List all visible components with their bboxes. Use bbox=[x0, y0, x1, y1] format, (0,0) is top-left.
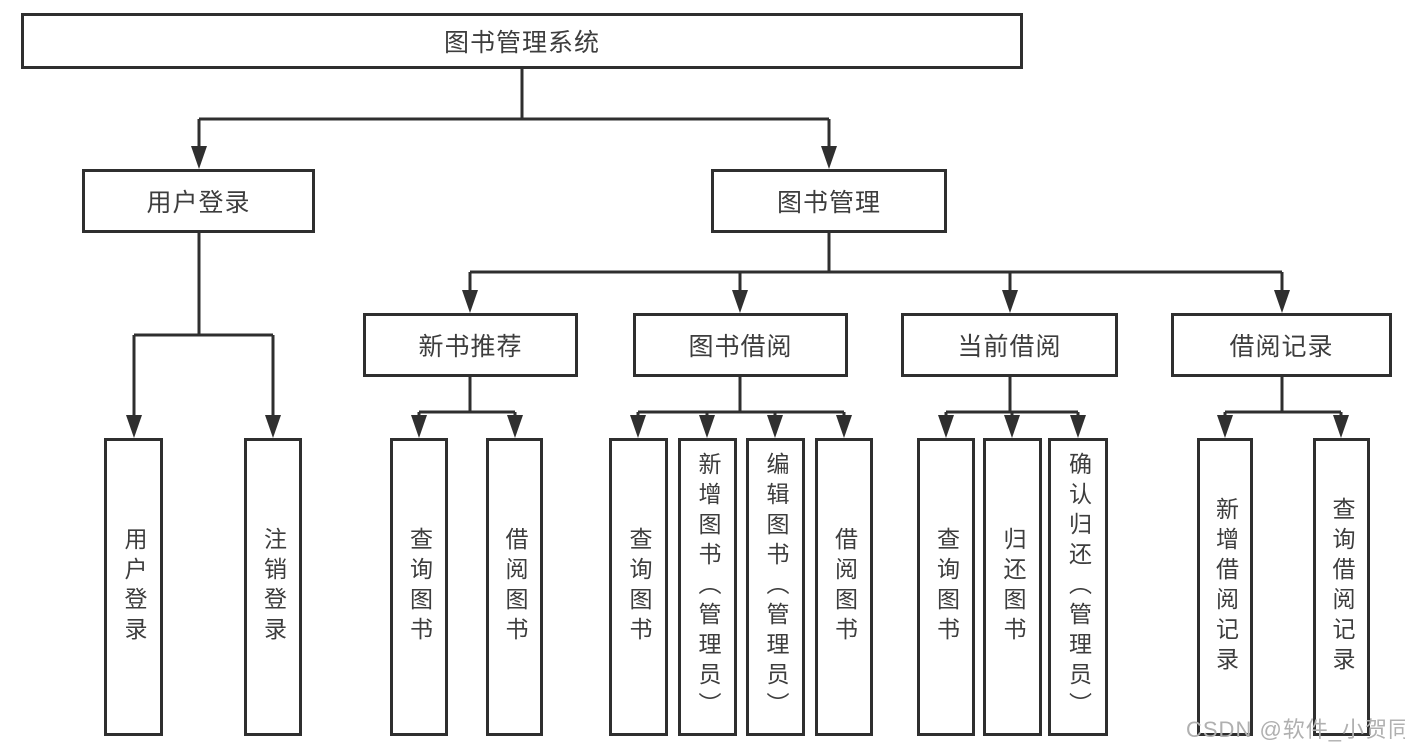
node-label: 用户登录 bbox=[146, 189, 251, 217]
node-label: 图书管理系统 bbox=[443, 29, 600, 57]
leaf-confirm-return-admin: 确认归还（管理员） bbox=[1048, 438, 1108, 736]
node-label: 新书推荐 bbox=[418, 333, 523, 361]
leaf-add-book-admin: 新增图书（管理员） bbox=[678, 438, 737, 736]
node-label: 新增借阅记录 bbox=[1212, 497, 1239, 677]
node-label: 新增图书（管理员） bbox=[695, 452, 721, 722]
leaf-borrow-query-book: 查询图书 bbox=[609, 438, 668, 736]
leaf-recommend-query-book: 查询图书 bbox=[390, 438, 448, 736]
leaf-edit-book-admin: 编辑图书（管理员） bbox=[746, 438, 805, 736]
node-label: 用户登录 bbox=[121, 527, 147, 647]
node-book-management: 图书管理 bbox=[711, 169, 947, 233]
node-current-borrowing: 当前借阅 bbox=[901, 313, 1118, 377]
node-label: 当前借阅 bbox=[957, 333, 1062, 361]
node-label: 确认归还（管理员） bbox=[1065, 452, 1092, 722]
node-label: 编辑图书（管理员） bbox=[763, 452, 789, 722]
node-label: 借阅图书 bbox=[831, 527, 858, 647]
leaf-user-login: 用户登录 bbox=[104, 438, 163, 736]
node-label: 查询图书 bbox=[626, 527, 652, 647]
leaf-logout: 注销登录 bbox=[244, 438, 302, 736]
tree-edges bbox=[132, 69, 1343, 420]
leaf-borrow-book: 借阅图书 bbox=[815, 438, 873, 736]
node-label: 借阅图书 bbox=[502, 527, 528, 647]
node-label: 归还图书 bbox=[1000, 527, 1026, 647]
node-label: 注销登录 bbox=[260, 527, 287, 647]
watermark: CSDN @软件_小贺同学 bbox=[1186, 717, 1405, 742]
node-label: 图书管理 bbox=[776, 189, 881, 217]
node-book-borrowing: 图书借阅 bbox=[633, 313, 848, 377]
leaf-return-book: 归还图书 bbox=[983, 438, 1042, 736]
node-new-book-recommendation: 新书推荐 bbox=[363, 313, 578, 377]
node-user-login: 用户登录 bbox=[82, 169, 315, 233]
arrowheads bbox=[126, 146, 1349, 438]
leaf-query-borrow-record: 查询借阅记录 bbox=[1313, 438, 1370, 736]
node-label: 查询图书 bbox=[406, 527, 433, 647]
node-label: 图书借阅 bbox=[688, 333, 793, 361]
node-label: 查询借阅记录 bbox=[1329, 497, 1355, 677]
leaf-current-query-book: 查询图书 bbox=[917, 438, 975, 736]
leaf-add-borrow-record: 新增借阅记录 bbox=[1197, 438, 1253, 736]
leaf-recommend-borrow-book: 借阅图书 bbox=[486, 438, 543, 736]
node-library-management-system: 图书管理系统 bbox=[21, 13, 1023, 69]
node-label: 查询图书 bbox=[933, 527, 960, 647]
node-label: 借阅记录 bbox=[1229, 333, 1334, 361]
node-borrowing-records: 借阅记录 bbox=[1171, 313, 1392, 377]
